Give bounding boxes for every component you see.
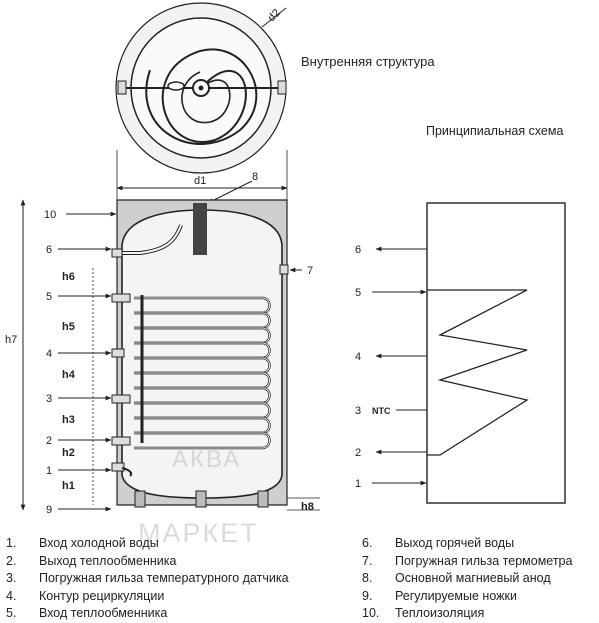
schema-coil bbox=[427, 289, 529, 456]
port-stub-2 bbox=[111, 436, 131, 446]
coil-turn-highlight bbox=[134, 432, 270, 449]
top-view-coil-inner bbox=[181, 71, 231, 124]
legend-text: Выход теплообменника bbox=[39, 553, 177, 568]
section-label: 2 bbox=[46, 435, 52, 447]
legend-text: Регулируемые ножки bbox=[395, 588, 517, 603]
h3-label: h3 bbox=[62, 414, 75, 426]
d2-dimension-line bbox=[261, 7, 287, 28]
schema-port-label: 2 bbox=[355, 447, 361, 459]
legend-left: 1. Вход холодной воды 2. Выход теплообменни… bbox=[6, 535, 289, 623]
cold-water-inlet bbox=[121, 467, 133, 477]
section-label: 5 bbox=[46, 291, 52, 303]
foot-right bbox=[257, 490, 269, 508]
label-7: 7 bbox=[307, 265, 313, 277]
legend-number: 2. bbox=[6, 553, 17, 568]
port-stub-4 bbox=[111, 348, 125, 358]
foot-center bbox=[195, 490, 207, 508]
legend-number: 5. bbox=[6, 606, 17, 621]
legend-text: Выход горячей воды bbox=[395, 536, 515, 550]
hot-water-pipe-inner bbox=[112, 224, 182, 254]
port-stub-1 bbox=[111, 462, 125, 472]
schema-ports: 6 5 4 3 NTC 2 1 bbox=[355, 244, 427, 490]
legend-number: 6. bbox=[362, 536, 373, 550]
legend-text: Теплоизоляция bbox=[395, 606, 485, 621]
schema-port-label: 6 bbox=[355, 244, 361, 256]
section-label: 1 bbox=[46, 465, 52, 477]
h2-label: h2 bbox=[62, 447, 75, 459]
thermometer-sleeve bbox=[279, 264, 289, 275]
legend-number: 8. bbox=[362, 571, 373, 586]
section-label: 10 bbox=[44, 209, 56, 221]
top-view-center-dot bbox=[198, 85, 204, 91]
port-stubs bbox=[111, 248, 131, 472]
h4-label: h4 bbox=[62, 369, 76, 381]
port-stub-5 bbox=[111, 293, 131, 303]
legend-text: Контур рециркуляции bbox=[39, 588, 165, 603]
legend-number: 3. bbox=[6, 571, 17, 586]
schema: Принципиальная схема 6 5 4 3 NTC 2 1 bbox=[355, 124, 566, 504]
legend-item: 6. Выход горячей воды bbox=[362, 535, 572, 553]
adjustable-feet bbox=[134, 490, 269, 508]
legend-item: 1. Вход холодной воды bbox=[6, 535, 289, 553]
legend-number: 9. bbox=[362, 588, 373, 603]
top-view-right-stub bbox=[277, 80, 287, 95]
label-8-leader bbox=[207, 180, 253, 204]
left-leaders: 10 6 5 4 3 2 1 9 bbox=[44, 209, 117, 516]
legend-item: 2. Выход теплообменника bbox=[6, 553, 289, 571]
legend-text: Погружная гильза температурного датчика bbox=[39, 571, 289, 586]
h8-label: h8 bbox=[301, 501, 314, 513]
legend-text: Вход теплообменника bbox=[39, 606, 168, 621]
schema-port-label: 4 bbox=[355, 351, 361, 363]
legend-number: 1. bbox=[6, 536, 17, 550]
h1-label: h1 bbox=[62, 480, 75, 492]
section-label: 6 bbox=[46, 244, 52, 256]
legend-text: Погружная гильза термометра bbox=[395, 553, 573, 568]
section-label: 3 bbox=[46, 393, 52, 405]
schema-port-label: 1 bbox=[355, 478, 361, 490]
legend-item: 5. Вход теплообменника bbox=[6, 605, 289, 623]
legend-item: 7. Погружная гильза термометра bbox=[362, 553, 572, 571]
h7-label: h7 bbox=[5, 334, 17, 346]
schema-title: Принципиальная схема bbox=[426, 124, 563, 138]
legend-item: 3. Погружная гильза температурного датчик… bbox=[6, 570, 289, 588]
label-8: 8 bbox=[252, 171, 258, 183]
d1-label: d1 bbox=[194, 175, 206, 187]
legend-number: 10. bbox=[362, 606, 380, 621]
h6-label: h6 bbox=[62, 271, 75, 283]
legend-item: 9. Регулируемые ножки bbox=[362, 588, 572, 606]
legend-item: 10. Теплоизоляция bbox=[362, 605, 572, 623]
legend-item: 4. Контур рециркуляции bbox=[6, 588, 289, 606]
legend-text: Основной магниевый анод bbox=[395, 571, 551, 586]
section-view: d1 8 7 bbox=[5, 150, 320, 516]
magnesium-anode bbox=[193, 203, 207, 255]
tank-body bbox=[121, 209, 283, 499]
legend-number: 7. bbox=[362, 553, 373, 568]
top-view-title: Внутренняя структура bbox=[301, 54, 435, 69]
foot-left bbox=[134, 490, 146, 508]
schema-port-label: 5 bbox=[355, 287, 361, 299]
port-stub-3 bbox=[111, 394, 131, 404]
schema-ntc-label: NTC bbox=[372, 406, 391, 416]
top-view-coil bbox=[145, 48, 258, 145]
legend-right: 6. Выход горячей воды 7. Погружная гильза т… bbox=[362, 535, 572, 623]
section-label: 4 bbox=[46, 348, 52, 360]
schema-tank bbox=[426, 202, 566, 504]
schema-port-label: 3 bbox=[355, 405, 361, 417]
legend-number: 4. bbox=[6, 588, 17, 603]
top-view-left-stub bbox=[117, 80, 127, 95]
section-label: 9 bbox=[46, 504, 52, 516]
legend-text: Вход холодной воды bbox=[39, 536, 159, 550]
heat-exchanger-coil bbox=[134, 295, 271, 450]
top-view: d2 Внутренняя структура bbox=[115, 2, 435, 174]
top-view-inlet bbox=[167, 81, 185, 91]
legend-item: 8. Основной магниевый анод bbox=[362, 570, 572, 588]
port-stub-6 bbox=[111, 248, 123, 258]
h5-label: h5 bbox=[62, 321, 75, 333]
